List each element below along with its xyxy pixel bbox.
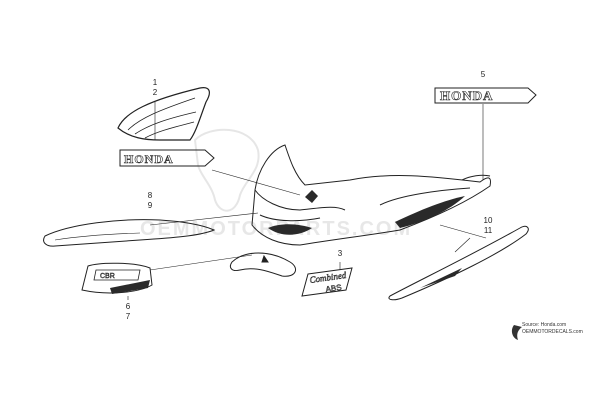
wing-logo-decal: HONDA xyxy=(117,87,215,167)
side-stripe-decal xyxy=(43,219,216,247)
callout-8-9: 8 9 xyxy=(143,191,157,211)
watermark: OEMMOTORPARTS.COM xyxy=(140,128,410,240)
source-line-1: Source: Honda.com xyxy=(522,322,567,328)
combined-text: Combined xyxy=(309,270,348,285)
tank-logo-text: HONDA xyxy=(440,88,493,103)
long-side-stripe-decal xyxy=(388,225,529,301)
callout-label: 1 xyxy=(152,78,158,87)
callout-1-2: 1 2 xyxy=(148,78,162,98)
callout-5: 5 xyxy=(476,70,490,80)
callout-label: 2 xyxy=(152,88,158,97)
callout-label: 8 xyxy=(147,191,153,200)
cbr-decal: CBR xyxy=(81,262,153,294)
callout-label: 6 xyxy=(125,302,131,311)
wing-logo-text: HONDA xyxy=(124,152,174,166)
leader-lines xyxy=(127,102,487,300)
cbr-text: CBR xyxy=(100,273,115,280)
source-line-2: OEMMOTORDECALS.com xyxy=(522,329,583,335)
callout-label: 10 xyxy=(483,216,493,225)
callout-10-11: 10 11 xyxy=(481,216,495,236)
callout-label: 5 xyxy=(480,70,486,79)
callout-label: 3 xyxy=(337,249,343,258)
callout-3-4: 3 xyxy=(333,249,347,259)
combined-abs-decal: Combined ABS xyxy=(301,267,353,297)
lower-fairing-piece xyxy=(229,252,297,277)
source-logo-icon xyxy=(511,325,522,340)
callout-label: 11 xyxy=(483,226,493,235)
combined-sub-text: ABS xyxy=(325,283,342,294)
callout-label: 9 xyxy=(147,201,153,210)
fairing-outline xyxy=(251,144,491,246)
fairing-dark-stripes xyxy=(268,190,465,235)
tank-logo-decal: HONDA xyxy=(434,87,537,104)
source-credit: Source: Honda.com OEMMOTORDECALS.com xyxy=(522,322,583,336)
callout-label: 7 xyxy=(125,312,131,321)
callout-6-7: 6 7 xyxy=(121,302,135,322)
